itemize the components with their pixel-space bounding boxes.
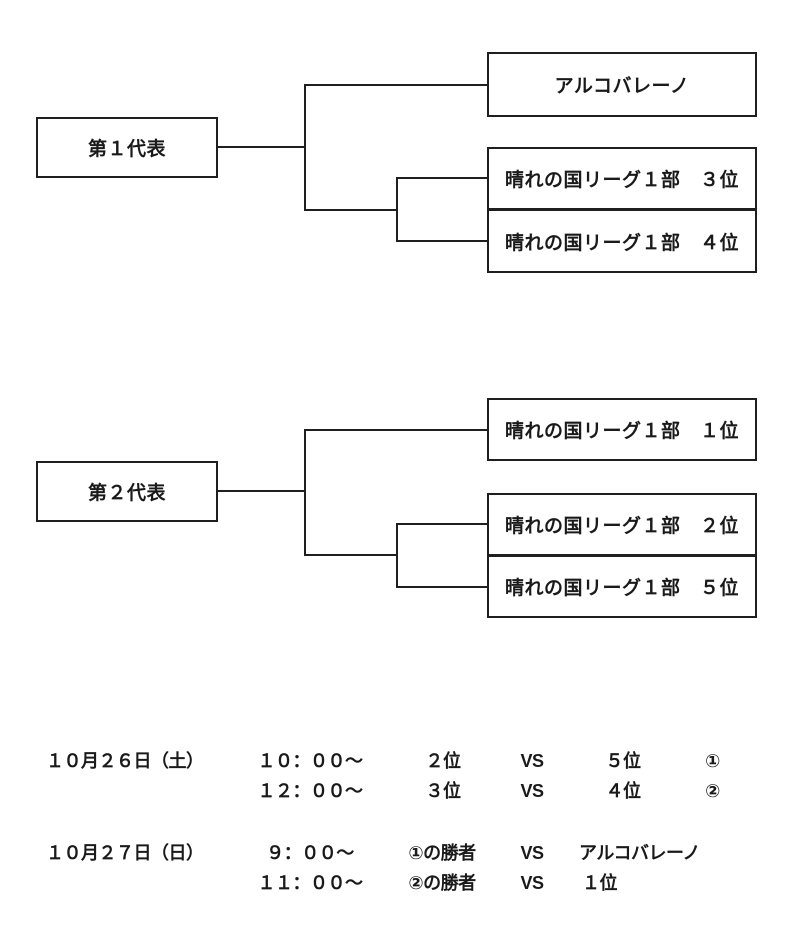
bracket1-team-bye: アルコバレーノ: [487, 52, 757, 117]
bracket2-connector-seed-stub: [218, 490, 306, 492]
bracket2-seed-label: 第２代表: [87, 483, 166, 504]
bracket1-connector-top-branch: [304, 84, 487, 86]
schedule-row3-time: ９：００～: [266, 843, 354, 863]
bracket2-team-semi-top: 晴れの国リーグ１部 ２位: [487, 493, 757, 556]
schedule-row1-team2: ５位: [605, 751, 642, 771]
bracket1-connector-sub-bottom: [396, 240, 487, 242]
bracket2-seed-box: 第２代表: [36, 461, 218, 522]
schedule-row3-team1: ①の勝者: [408, 843, 476, 863]
schedule-row3-vs: VS: [520, 843, 544, 863]
schedule-row2-team2: ４位: [605, 781, 642, 801]
bracket2-connector-top-branch: [304, 429, 487, 431]
schedule-row2-time: １２：００～: [257, 781, 364, 801]
schedule-row3-date: １０月２７日（日）: [46, 843, 204, 863]
bracket2-connector-bottom-branch: [304, 554, 398, 556]
schedule-row2-match-number: ②: [705, 781, 720, 801]
schedule-row1-date: １０月２６日（土）: [46, 751, 204, 771]
bracket2-team-semi-bottom: 晴れの国リーグ１部 ５位: [487, 555, 757, 618]
bracket1-seed-box: 第１代表: [36, 117, 218, 178]
schedule-row4-time: １１：００～: [257, 873, 364, 893]
bracket2-connector-main-vertical: [304, 429, 306, 556]
bracket1-connector-seed-stub: [218, 146, 306, 148]
bracket1-team-semi-top: 晴れの国リーグ１部 ３位: [487, 147, 757, 210]
schedule-row2-team1: ３位: [425, 781, 462, 801]
bracket2-team-semi-bottom-label: 晴れの国リーグ１部 ５位: [504, 578, 739, 599]
bracket1-connector-sub-vertical: [396, 177, 398, 242]
schedule-row4-vs: VS: [520, 873, 544, 893]
schedule-row1-vs: VS: [520, 751, 544, 771]
schedule-row1-team1: ２位: [425, 751, 462, 771]
bracket1-team-bye-label: アルコバレーノ: [554, 76, 690, 97]
bracket2-team-bye: 晴れの国リーグ１部 １位: [487, 398, 757, 461]
schedule-row4-team1: ②の勝者: [408, 873, 476, 893]
bracket1-connector-bottom-branch: [304, 209, 398, 211]
bracket1-seed-label: 第１代表: [87, 139, 166, 160]
bracket1-connector-main-vertical: [304, 84, 306, 211]
bracket2-connector-sub-top: [396, 523, 487, 525]
bracket2-connector-sub-vertical: [396, 523, 398, 588]
bracket1-connector-sub-top: [396, 177, 487, 179]
bracket2-connector-sub-bottom: [396, 586, 487, 588]
schedule-row3-team2: アルコバレーノ: [579, 843, 700, 863]
schedule-row2-vs: VS: [520, 781, 544, 801]
bracket1-team-semi-bottom-label: 晴れの国リーグ１部 ４位: [504, 232, 739, 254]
bracket1-team-semi-bottom: 晴れの国リーグ１部 ４位: [487, 209, 757, 273]
bracket2-team-semi-top-label: 晴れの国リーグ１部 ２位: [504, 516, 739, 537]
bracket1-team-semi-top-label: 晴れの国リーグ１部 ３位: [504, 170, 739, 191]
schedule-row1-match-number: ①: [705, 751, 720, 771]
schedule-row1-time: １０：００～: [257, 751, 364, 771]
bracket2-team-bye-label: 晴れの国リーグ１部 １位: [504, 421, 739, 442]
schedule-row4-team2: １位: [582, 873, 618, 893]
